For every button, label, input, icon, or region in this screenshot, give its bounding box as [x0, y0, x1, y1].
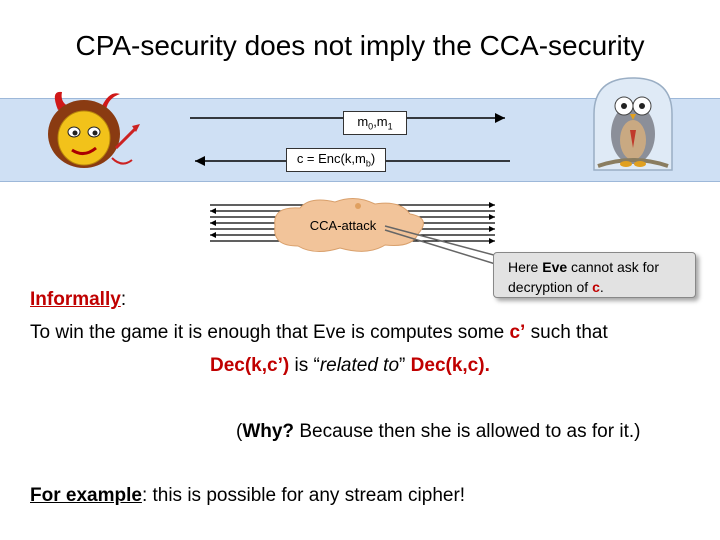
win-condition-line: To win the game it is enough that Eve is… [30, 322, 608, 343]
eve-restriction-callout: Here Eve cannot ask for decryption of c. [493, 252, 696, 298]
cca-attack-cloud [274, 198, 424, 252]
informally-heading: Informally: [30, 289, 127, 310]
owl-oracle-icon [593, 77, 673, 171]
why-explanation: (Why? Because then she is allowed to as … [236, 421, 641, 442]
cca-attack-label: CCA-attack [309, 218, 377, 233]
slide-title: CPA-security does not imply the CCA-secu… [75, 30, 645, 61]
related-to-line: Dec(k,c’) is “related to” Dec(k,c). [210, 355, 490, 376]
devil-adversary-icon [48, 91, 140, 168]
stream-cipher-example: For example: this is possible for any st… [30, 485, 466, 506]
ciphertext-box: c = Enc(k,mb) [286, 148, 386, 172]
challenge-messages-box: m0,m1 [343, 111, 407, 135]
